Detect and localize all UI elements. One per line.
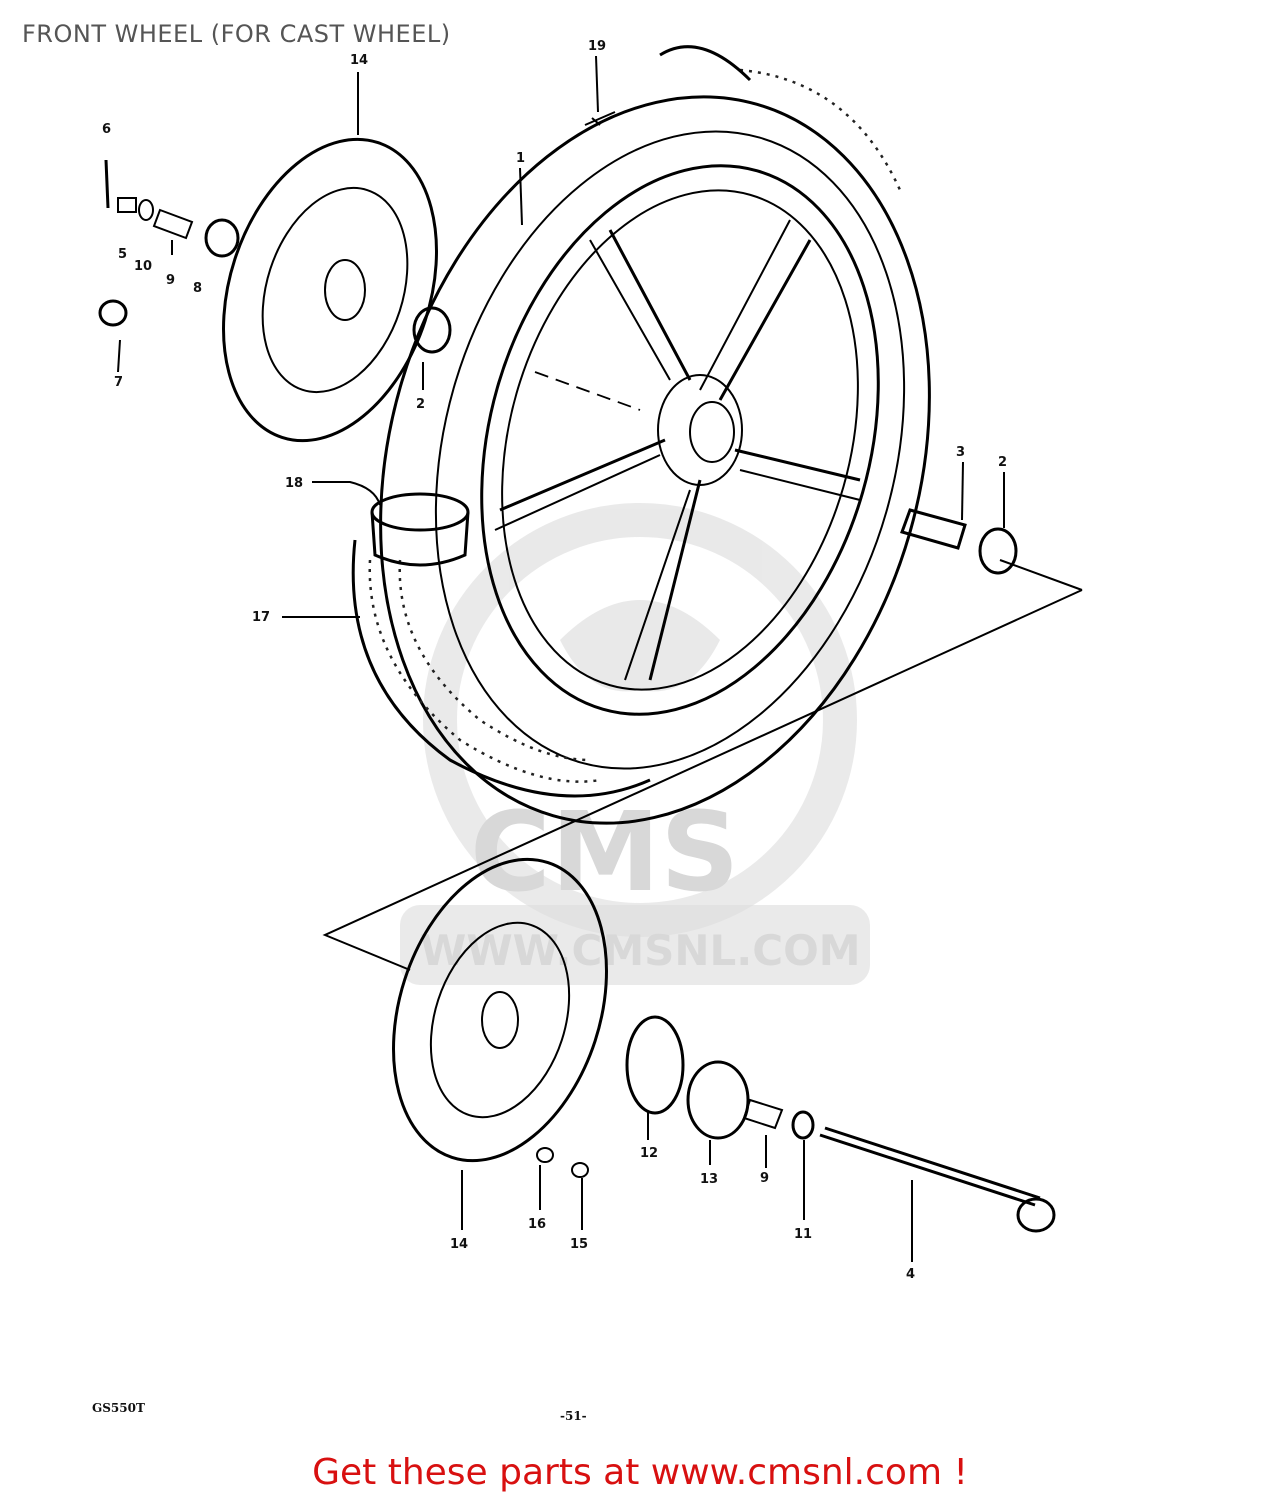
hardware-parts — [98, 111, 1056, 1233]
callout-12: 12 — [640, 1146, 658, 1161]
callout-19: 19 — [588, 39, 606, 54]
callout-9-lower: 9 — [760, 1171, 769, 1186]
watermark: CMS WWW.CMSNL.COM — [400, 503, 870, 985]
brake-disc-lower — [392, 857, 608, 1163]
callout-16: 16 — [528, 1217, 546, 1232]
callout-10: 10 — [134, 259, 152, 274]
model-code: GS550T — [92, 1401, 145, 1415]
page-number: -51- — [560, 1409, 587, 1423]
callout-9-upper: 9 — [166, 273, 175, 288]
callout-13: 13 — [700, 1172, 718, 1187]
callout-5: 5 — [118, 247, 127, 262]
part-callouts: 14 19 1 6 5 10 9 8 7 2 18 3 2 17 12 13 9… — [102, 39, 1007, 1282]
callout-1: 1 — [516, 151, 525, 166]
callout-17: 17 — [252, 610, 270, 625]
callout-6: 6 — [102, 122, 111, 137]
callout-7: 7 — [114, 375, 123, 390]
callout-14-lower: 14 — [450, 1237, 468, 1252]
callout-8: 8 — [193, 281, 202, 296]
page-title: FRONT WHEEL (FOR CAST WHEEL) — [22, 20, 451, 48]
callout-2-upper: 2 — [416, 397, 425, 412]
brake-disc-upper — [222, 137, 438, 443]
cast-wheel — [480, 164, 880, 716]
leader-lines — [117, 55, 1005, 1262]
callout-11: 11 — [794, 1227, 812, 1242]
watermark-brand: CMS — [470, 788, 739, 916]
callout-3: 3 — [956, 445, 965, 460]
footer-cta-link[interactable]: Get these parts at www.cmsnl.com ! — [312, 1452, 968, 1493]
watermark-url: WWW.CMSNL.COM — [420, 926, 861, 975]
callout-2-right: 2 — [998, 455, 1007, 470]
callout-15: 15 — [570, 1237, 588, 1252]
callout-4: 4 — [906, 1267, 915, 1282]
callout-18: 18 — [285, 476, 303, 491]
callout-14-upper: 14 — [350, 53, 368, 68]
valve-cap — [370, 492, 470, 567]
